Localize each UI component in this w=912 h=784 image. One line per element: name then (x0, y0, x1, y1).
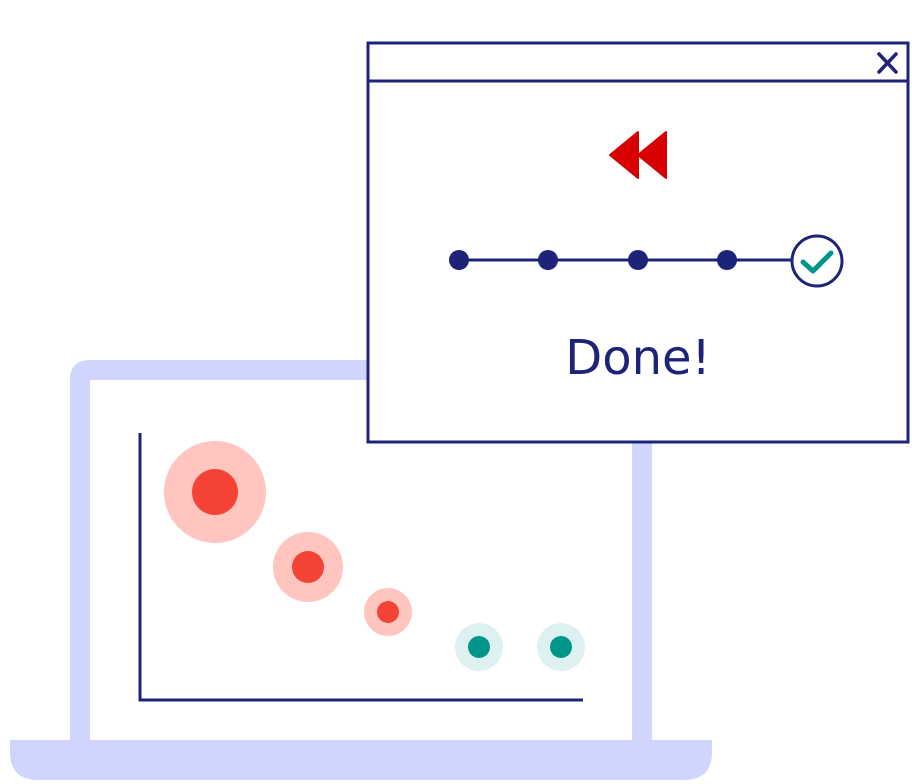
laptop-base (10, 740, 712, 780)
close-icon[interactable] (872, 50, 902, 76)
checkmark-icon (790, 234, 844, 288)
bubble-teal-1 (455, 623, 503, 671)
laptop (10, 360, 712, 780)
screen-chart (138, 433, 585, 702)
progress-step-4 (717, 250, 737, 270)
progress-step-2 (538, 250, 558, 270)
bubble-small-red (364, 588, 412, 636)
progress-step-3 (628, 250, 648, 270)
bubble-medium-red (273, 532, 343, 602)
progress-step-1 (449, 250, 469, 270)
rewind-icon (609, 131, 667, 179)
bubble-teal-2 (537, 623, 585, 671)
bubble-large-red (164, 441, 266, 543)
done-dialog: Done! (366, 41, 910, 444)
progress-steps (449, 234, 844, 288)
status-text: Done! (565, 330, 711, 386)
